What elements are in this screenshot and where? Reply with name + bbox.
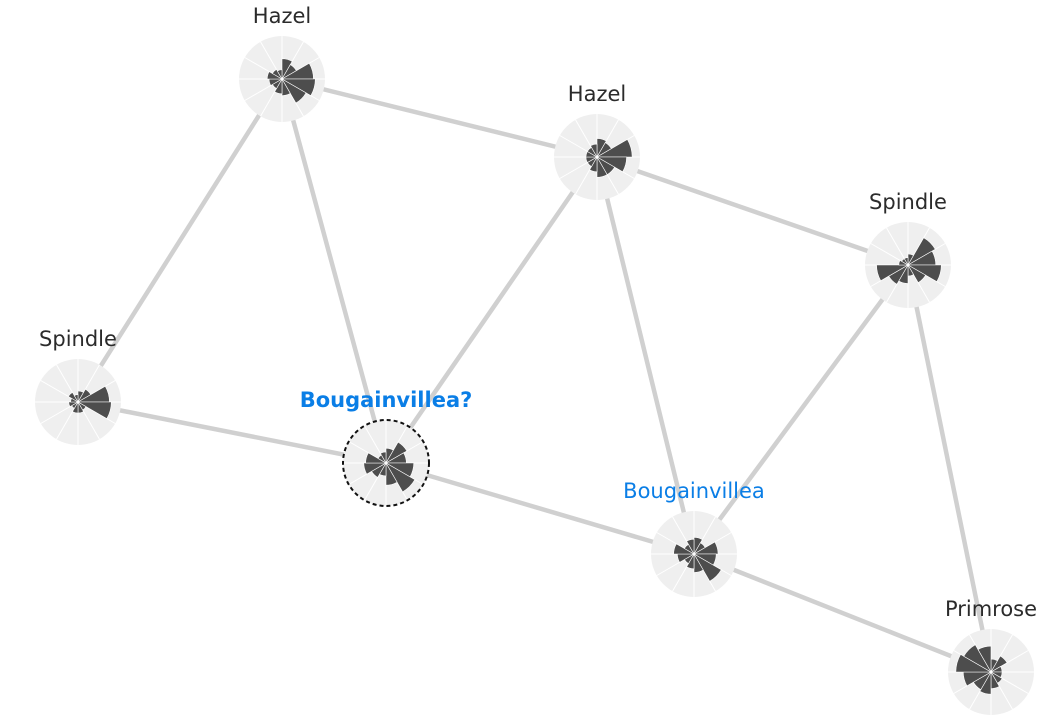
petal-bar — [955, 654, 993, 673]
petal-bar — [76, 401, 112, 420]
node-label: Primrose — [945, 597, 1037, 621]
petal-bar — [673, 543, 696, 555]
petal-bar — [693, 553, 722, 582]
edge-n1-n4 — [75, 76, 285, 405]
edge-n2-n3 — [594, 154, 911, 268]
query-ring — [342, 419, 430, 507]
petal-bar — [977, 645, 992, 674]
node-n5[interactable]: Bougainvillea? — [300, 388, 473, 507]
petal-bar — [385, 441, 408, 464]
edge-n2-n6 — [594, 154, 697, 557]
edge-n1-n5 — [279, 76, 389, 466]
edges-layer — [75, 76, 994, 675]
petal-bar — [363, 462, 388, 475]
petal-bar — [365, 452, 388, 464]
petal-bar — [907, 237, 936, 266]
node-label: Bougainvillea? — [300, 388, 473, 412]
petal-bar — [596, 155, 608, 178]
petal-bar — [380, 451, 387, 465]
nodes-layer: HazelHazelSpindleSpindleBougainvillea?Bo… — [35, 4, 1037, 715]
petal-bar — [385, 461, 398, 486]
petal-bar — [67, 391, 79, 403]
node-n4[interactable]: Spindle — [35, 327, 121, 445]
petal-bar — [271, 68, 283, 80]
edge-n1-n2 — [279, 76, 600, 160]
node-label: Spindle — [869, 190, 947, 214]
petal-bar — [906, 264, 942, 283]
petal-bar — [903, 257, 909, 267]
petal-bar — [595, 156, 627, 173]
node-label: Bougainvillea — [623, 479, 765, 503]
node-n3[interactable]: Spindle — [865, 190, 951, 308]
edge-n3-n6 — [691, 262, 911, 557]
node-n2[interactable]: Hazel — [554, 82, 640, 200]
petal-bar — [281, 58, 293, 81]
petal-bar — [73, 394, 79, 404]
petal-bar — [68, 401, 80, 408]
petal-bar — [979, 670, 992, 695]
node-label: Hazel — [253, 4, 311, 28]
petal-bar — [590, 143, 598, 159]
edge-n3-n7 — [905, 262, 994, 675]
petal-bar — [693, 552, 704, 573]
node-label: Spindle — [39, 327, 117, 351]
node-n6[interactable]: Bougainvillea — [623, 479, 765, 597]
petal-bar — [596, 138, 607, 159]
petal-bar — [907, 264, 927, 284]
petal-bar — [280, 78, 316, 97]
petal-bar — [876, 264, 910, 282]
petal-bar — [963, 644, 992, 673]
edge-n5-n6 — [383, 460, 697, 557]
petal-bar — [281, 78, 307, 104]
node-label: Hazel — [568, 82, 626, 106]
petal-bar — [276, 69, 283, 81]
petal-bar — [990, 655, 1008, 673]
petal-bar — [385, 462, 416, 493]
petal-bar — [692, 541, 719, 555]
petal-bar — [686, 538, 695, 556]
node-n1[interactable]: Hazel — [239, 4, 325, 122]
node-n7[interactable]: Primrose — [945, 597, 1037, 715]
edge-n4-n5 — [75, 399, 389, 466]
edge-n6-n7 — [691, 551, 994, 675]
edge-n2-n5 — [383, 154, 600, 466]
petal-bar — [595, 139, 633, 158]
petal-bar — [281, 77, 291, 96]
